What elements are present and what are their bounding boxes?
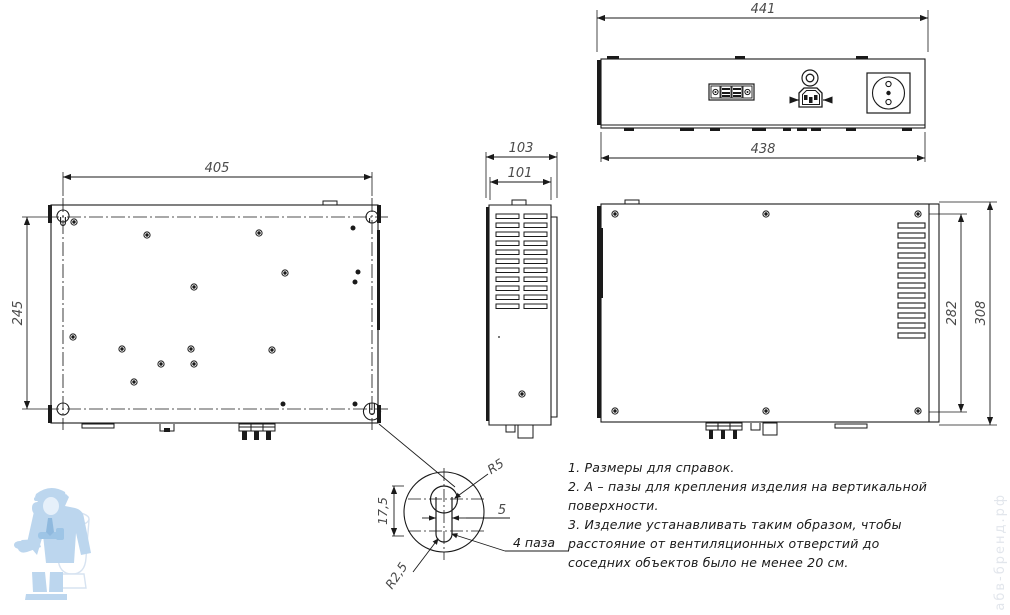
indicator-lamp	[801, 69, 819, 87]
callout-4-slots: 4 паза	[451, 533, 569, 552]
mounting-slot	[56, 209, 381, 421]
dimension-282-label: 282	[945, 301, 960, 326]
technical-notes: 1. Размеры для справок. 2. А – пазы для …	[568, 460, 928, 570]
dimension-17-5-label: 17,5	[375, 497, 390, 525]
view-side: 103 101	[485, 141, 558, 439]
dimension-R2-5: R2,5	[382, 538, 439, 592]
view-detail-slot: 17,5 5 R5 R2,5 4	[375, 455, 569, 592]
detail-leader-line	[378, 423, 456, 488]
rear-bottom-connector	[705, 422, 868, 439]
view-front-panel: 441 438	[596, 2, 929, 162]
rear-screw	[611, 210, 922, 415]
dimension-245-label: 245	[11, 301, 26, 326]
screw-hole	[69, 218, 361, 407]
dimension-101: 101	[489, 166, 552, 200]
dimension-282: 282	[929, 213, 967, 413]
vent-slots-rear	[897, 222, 926, 339]
dimension-405: 405	[62, 161, 373, 196]
power-socket	[866, 72, 911, 114]
dimension-405-label: 405	[205, 161, 230, 176]
callout-4-slots-label: 4 паза	[513, 535, 555, 550]
dimension-17-5: 17,5	[375, 485, 404, 537]
bottom-connector-block	[238, 423, 276, 440]
iec-power-inlet	[789, 87, 833, 108]
dimension-441: 441	[596, 2, 929, 52]
dimension-103-label: 103	[509, 141, 534, 156]
vent-slots-side	[495, 213, 548, 309]
dimension-308-label: 308	[974, 301, 989, 326]
dimension-438: 438	[600, 132, 926, 162]
view-top: 405 245	[11, 161, 456, 488]
watermark-text: абв-бренд.рф	[993, 493, 1008, 611]
dimension-441-label: 441	[751, 2, 776, 17]
dimension-R2-5-label: R2,5	[382, 559, 410, 591]
view-rear: 282 308	[597, 199, 997, 439]
dimension-245: 245	[11, 216, 45, 410]
dimension-5: 5	[422, 503, 510, 521]
dimension-5-label: 5	[498, 503, 506, 518]
dimension-101-label: 101	[508, 166, 533, 181]
dimension-438-label: 438	[751, 142, 776, 157]
watermark-plumber-illustration	[14, 487, 91, 600]
terminal-block-connector	[708, 83, 755, 101]
dimension-308: 308	[939, 201, 997, 426]
dimension-103: 103	[485, 141, 558, 198]
